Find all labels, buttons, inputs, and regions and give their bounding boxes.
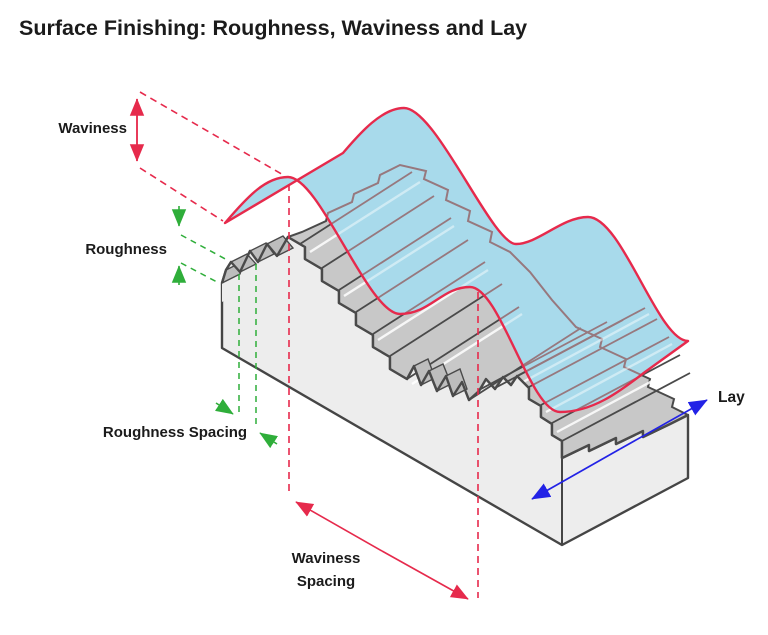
waviness-spacing-arrow-right — [381, 550, 469, 600]
roughness-spacing-arrow-left — [214, 398, 234, 415]
waviness-sheet-outline — [223, 106, 690, 414]
lay-annotation: Lay — [531, 389, 745, 500]
roughness-extension-top — [180, 234, 230, 262]
roughness-spacing-arrow-right — [259, 432, 279, 449]
waviness-annotation: Waviness — [58, 91, 286, 222]
page-title: Surface Finishing: Roughness, Waviness a… — [19, 16, 528, 40]
lay-label: Lay — [718, 389, 745, 406]
waviness-extension-bottom — [139, 167, 224, 222]
waviness-label: Waviness — [58, 120, 127, 137]
waviness-spacing-label-line2: Spacing — [297, 573, 355, 590]
waviness-spacing-annotation: Waviness Spacing — [288, 184, 479, 600]
waviness-spacing-arrow-left — [295, 501, 383, 552]
lay-arrow-right — [619, 399, 708, 450]
waviness-spacing-label-line1: Waviness — [292, 550, 361, 567]
waviness-extension-top — [139, 91, 286, 177]
roughness-spacing-annotation: Roughness Spacing — [103, 264, 279, 449]
roughness-label: Roughness — [85, 241, 167, 258]
roughness-extension-bottom — [180, 262, 218, 283]
roughness-annotation: Roughness — [85, 206, 230, 285]
lay-arrow-left — [531, 448, 621, 500]
waviness-surface-sheet — [225, 108, 688, 412]
roughness-spacing-label: Roughness Spacing — [103, 424, 247, 441]
